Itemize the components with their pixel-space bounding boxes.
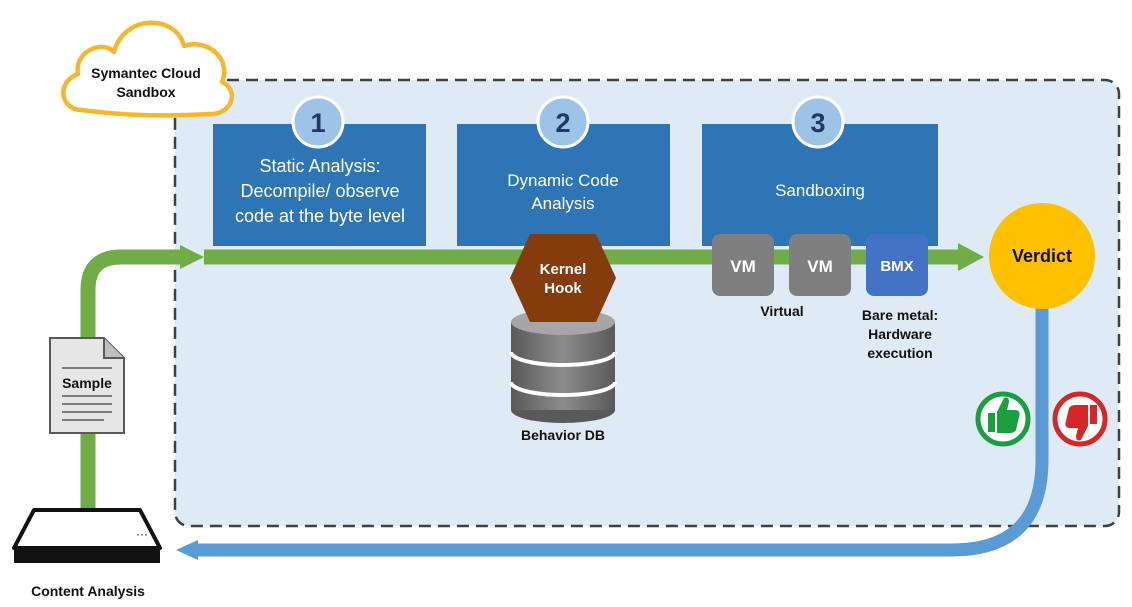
sample-document-icon	[49, 337, 125, 434]
step-1-text-line2: Decompile/ observe	[240, 181, 399, 201]
vm-label-1: VM	[730, 257, 756, 276]
step-1-text-line3: code at the byte level	[235, 206, 405, 226]
bmx-box	[866, 234, 928, 296]
vm-box-2	[789, 234, 851, 296]
blue-return-path	[196, 306, 1049, 557]
step-1-circle	[291, 95, 345, 149]
virtual-label: Virtual	[760, 303, 803, 319]
step-3-number: 3	[810, 108, 825, 138]
bare-metal-line1: Bare metal:	[862, 307, 938, 323]
bmx-label: BMX	[880, 258, 913, 275]
verdict-label: Verdict	[1012, 246, 1072, 266]
device-ports: ···	[136, 527, 148, 541]
step-3-circle	[791, 95, 845, 149]
step-2-text-line1: Dynamic Code	[507, 171, 619, 190]
cloud-shape	[61, 20, 234, 118]
step-3-text-line1: Sandboxing	[775, 181, 865, 200]
behavior-db-label: Behavior DB	[521, 427, 605, 443]
kernel-hook-line2: Hook	[544, 280, 582, 297]
content-analysis-label: Content Analysis	[31, 583, 145, 599]
cloud-label-line1: Symantec Cloud	[91, 65, 201, 81]
sample-label: Sample	[62, 375, 112, 391]
step-1-number: 1	[310, 108, 325, 138]
green-flow-arrowhead-2	[958, 243, 984, 271]
vm-box-1	[712, 234, 774, 296]
kernel-hook-hexagon	[510, 234, 616, 322]
behavior-db-icon	[509, 309, 617, 423]
content-analysis-device-icon	[12, 508, 162, 563]
thumbs-up-icon	[975, 391, 1031, 447]
verdict-circle	[989, 203, 1095, 309]
blue-return-arrowhead	[176, 540, 198, 560]
cloud-label-line2: Sandbox	[116, 84, 175, 100]
bare-metal-line2: Hardware	[868, 326, 932, 342]
thumbs-down-icon	[1052, 391, 1108, 447]
green-flow-path	[80, 249, 182, 520]
kernel-hook-line1: Kernel	[540, 261, 587, 278]
step-2-text-line2: Analysis	[531, 194, 594, 213]
bare-metal-line3: execution	[867, 345, 932, 361]
green-flow-arrowhead-1	[180, 245, 204, 269]
step-2-circle	[536, 95, 590, 149]
vm-label-2: VM	[807, 257, 833, 276]
step-2-number: 2	[555, 108, 570, 138]
step-1-text-line1: Static Analysis:	[259, 156, 380, 176]
